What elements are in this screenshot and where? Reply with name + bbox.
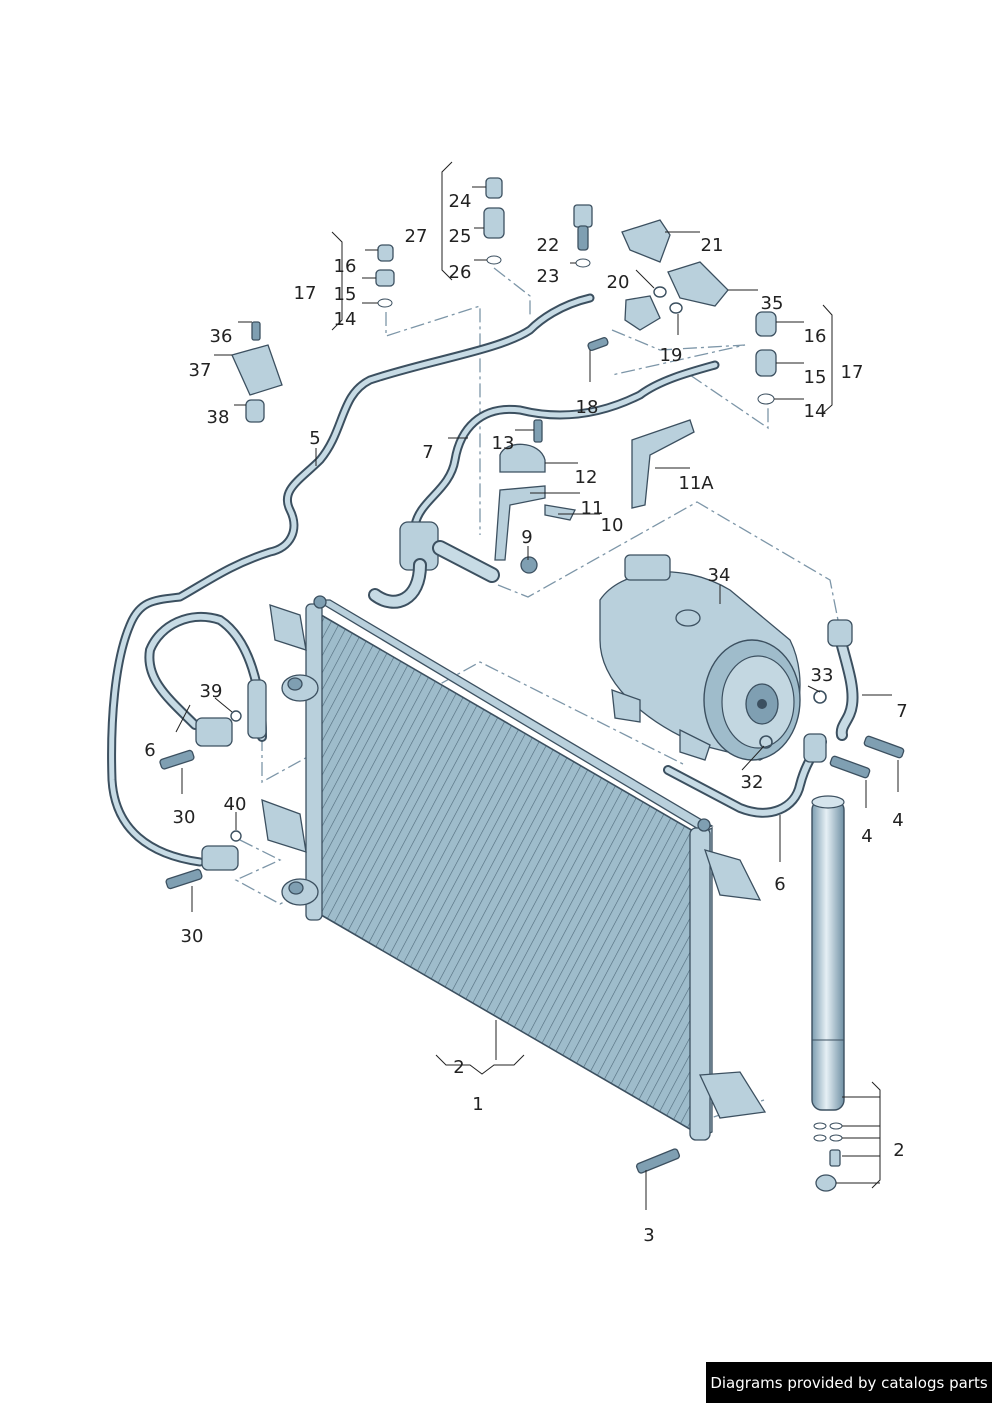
bracket-36-37-38 (231, 321, 283, 423)
callout-13: 13 (492, 433, 515, 454)
callout-6-left: 6 (144, 740, 155, 761)
callout-16-left: 16 (334, 256, 357, 277)
callout-16-right: 16 (804, 326, 827, 347)
cap-set-16-15-14-left (375, 244, 395, 308)
callout-34: 34 (708, 565, 731, 586)
callout-37: 37 (189, 360, 212, 381)
callout-2-drier: 2 (893, 1140, 904, 1161)
callout-17-right: 17 (841, 362, 864, 383)
callout-10: 10 (601, 515, 624, 536)
condenser (261, 595, 767, 1141)
callout-20: 20 (607, 272, 630, 293)
callout-5: 5 (309, 428, 320, 449)
diagram-credit-banner: Diagrams provided by catalogs parts (706, 1362, 992, 1403)
callout-40: 40 (224, 794, 247, 815)
callout-25: 25 (449, 226, 472, 247)
callout-27: 27 (405, 226, 428, 247)
callout-14-right: 14 (804, 401, 827, 422)
callout-6-right: 6 (774, 874, 785, 895)
callout-26: 26 (449, 262, 472, 283)
leader-lines (175, 161, 899, 1210)
callout-30-lower: 30 (181, 926, 204, 947)
pipe-6-left (144, 611, 267, 747)
callout-2-condenser: 2 (453, 1057, 464, 1078)
callout-36: 36 (210, 326, 233, 347)
callout-38: 38 (207, 407, 230, 428)
receiver-drier (811, 795, 845, 1192)
bracket-11A (631, 419, 695, 509)
sensor-22-23 (573, 204, 593, 268)
callout-19: 19 (660, 345, 683, 366)
callout-17-left: 17 (294, 283, 317, 304)
bolt-18 (587, 337, 609, 351)
callout-4-left: 4 (861, 826, 872, 847)
service-valve-24-25-26 (483, 177, 505, 265)
callout-35: 35 (761, 293, 784, 314)
cap-set-16-15-14-right (755, 311, 777, 405)
callout-33: 33 (811, 665, 834, 686)
callout-11A: 11A (678, 473, 714, 494)
ac-compressor (599, 554, 801, 761)
pipe-fitting-lower-left (201, 845, 239, 871)
callout-24: 24 (449, 191, 472, 212)
bracket-21 (621, 219, 671, 263)
callout-22: 22 (537, 235, 560, 256)
callout-7-upper: 7 (422, 442, 433, 463)
callout-1: 1 (472, 1094, 483, 1115)
callout-14-left: 14 (334, 309, 357, 330)
callout-21: 21 (701, 235, 724, 256)
bolts-30-40-39-32-33-4-3 (159, 690, 905, 1174)
callout-12: 12 (575, 467, 598, 488)
callout-15-right: 15 (804, 367, 827, 388)
callout-39: 39 (200, 681, 223, 702)
callout-9: 9 (521, 527, 532, 548)
expansion-valve-35 (653, 261, 729, 314)
callout-3: 3 (643, 1225, 654, 1246)
pipe-7-right (827, 619, 859, 741)
pipe-6-right (663, 733, 827, 818)
callout-32: 32 (741, 772, 764, 793)
callout-23: 23 (537, 266, 560, 287)
callout-18: 18 (576, 397, 599, 418)
pipe-5 (107, 293, 595, 867)
flange-19 (624, 295, 661, 331)
callout-7-right: 7 (896, 701, 907, 722)
clamp-13-12-11-10-9 (494, 419, 576, 574)
pipe-7-upper (368, 360, 720, 609)
callout-30-upper: 30 (173, 807, 196, 828)
callout-4-right: 4 (892, 810, 903, 831)
callout-11: 11 (581, 498, 604, 519)
callout-15-left: 15 (334, 284, 357, 305)
callout-labels: 1 2 2 3 4 4 5 6 6 7 7 9 10 11 11A 12 13 … (144, 191, 907, 1246)
